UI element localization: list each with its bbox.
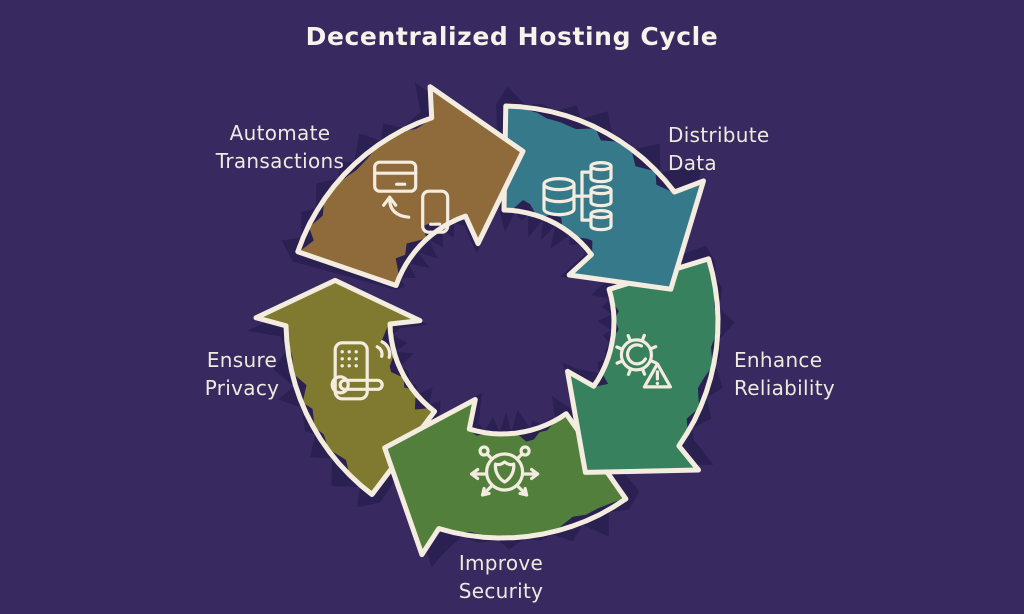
card-payment-icon: [373, 160, 450, 234]
shield-network-icon: [470, 445, 540, 497]
label-improve-security: Improve Security: [458, 551, 544, 603]
label-enhance-reliability: Enhance Reliability: [734, 348, 836, 400]
page-title: Decentralized Hosting Cycle: [305, 22, 719, 51]
database-cluster-icon: [542, 161, 613, 232]
arrow-enhance-reliability: [562, 245, 735, 475]
smart-lock-icon: [330, 340, 392, 401]
label-automate-transactions: Automate Transactions: [215, 121, 345, 173]
gear-warning-icon: [615, 333, 673, 389]
label-distribute-data: Distribute Data: [668, 123, 770, 175]
arrow-automate-transactions: [281, 82, 526, 291]
arrow-distribute-data: [496, 86, 706, 292]
label-ensure-privacy: Ensure Privacy: [204, 348, 280, 400]
